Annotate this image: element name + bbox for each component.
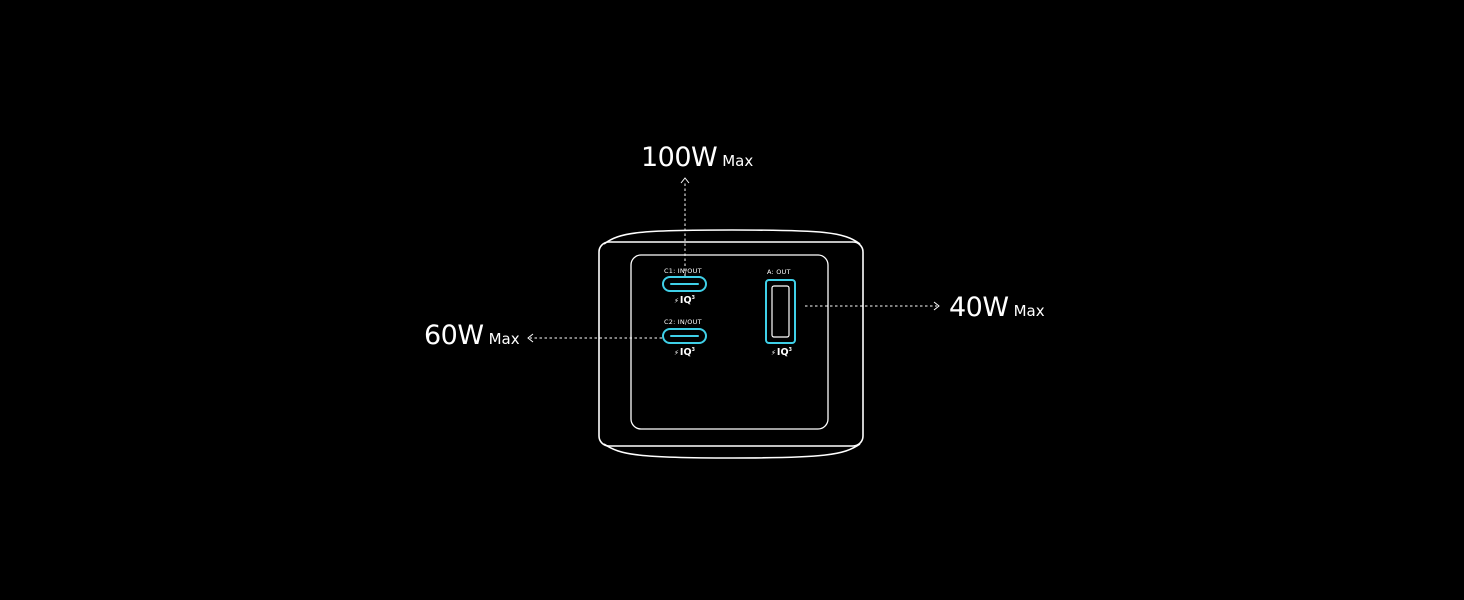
charger-front-panel xyxy=(630,254,829,430)
lightning-icon: ⚡ xyxy=(674,297,679,305)
charger-bottom-cap xyxy=(603,443,861,459)
port-label-a: A: OUT xyxy=(767,268,791,276)
c2-watt-value: 60W xyxy=(424,320,484,351)
port-label-c1: C1: IN/OUT xyxy=(664,267,702,275)
iq-badge-c2: ⚡IQ3 xyxy=(674,347,695,358)
iq-text: IQ xyxy=(679,295,692,306)
usb-c-port-1-icon xyxy=(662,276,707,292)
c1-arrow-icon xyxy=(680,177,690,184)
usb-c-port-2-icon xyxy=(662,328,707,344)
port-label-c2: C2: IN/OUT xyxy=(664,318,702,326)
usb-a-port-icon xyxy=(765,279,796,344)
a-watt-value: 40W xyxy=(949,292,1009,323)
c1-max-label: Max xyxy=(722,152,754,170)
iq-badge-a: ⚡IQ3 xyxy=(771,347,792,358)
iq-superscript: 3 xyxy=(691,347,696,353)
iq-superscript: 3 xyxy=(788,347,793,353)
iq-text: IQ xyxy=(679,347,692,358)
iq-superscript: 3 xyxy=(691,295,696,301)
a-arrow-icon xyxy=(933,301,940,311)
lightning-icon: ⚡ xyxy=(771,349,776,357)
iq-text: IQ xyxy=(776,347,789,358)
c2-arrow-icon xyxy=(527,333,534,343)
lightning-icon: ⚡ xyxy=(674,349,679,357)
c1-watt-value: 100W xyxy=(641,142,718,173)
charger-top-cap xyxy=(603,229,861,245)
a-max-label: Max xyxy=(1013,302,1045,320)
charger-body xyxy=(598,241,864,447)
iq-badge-c1: ⚡IQ3 xyxy=(674,295,695,306)
c2-max-label: Max xyxy=(488,330,520,348)
